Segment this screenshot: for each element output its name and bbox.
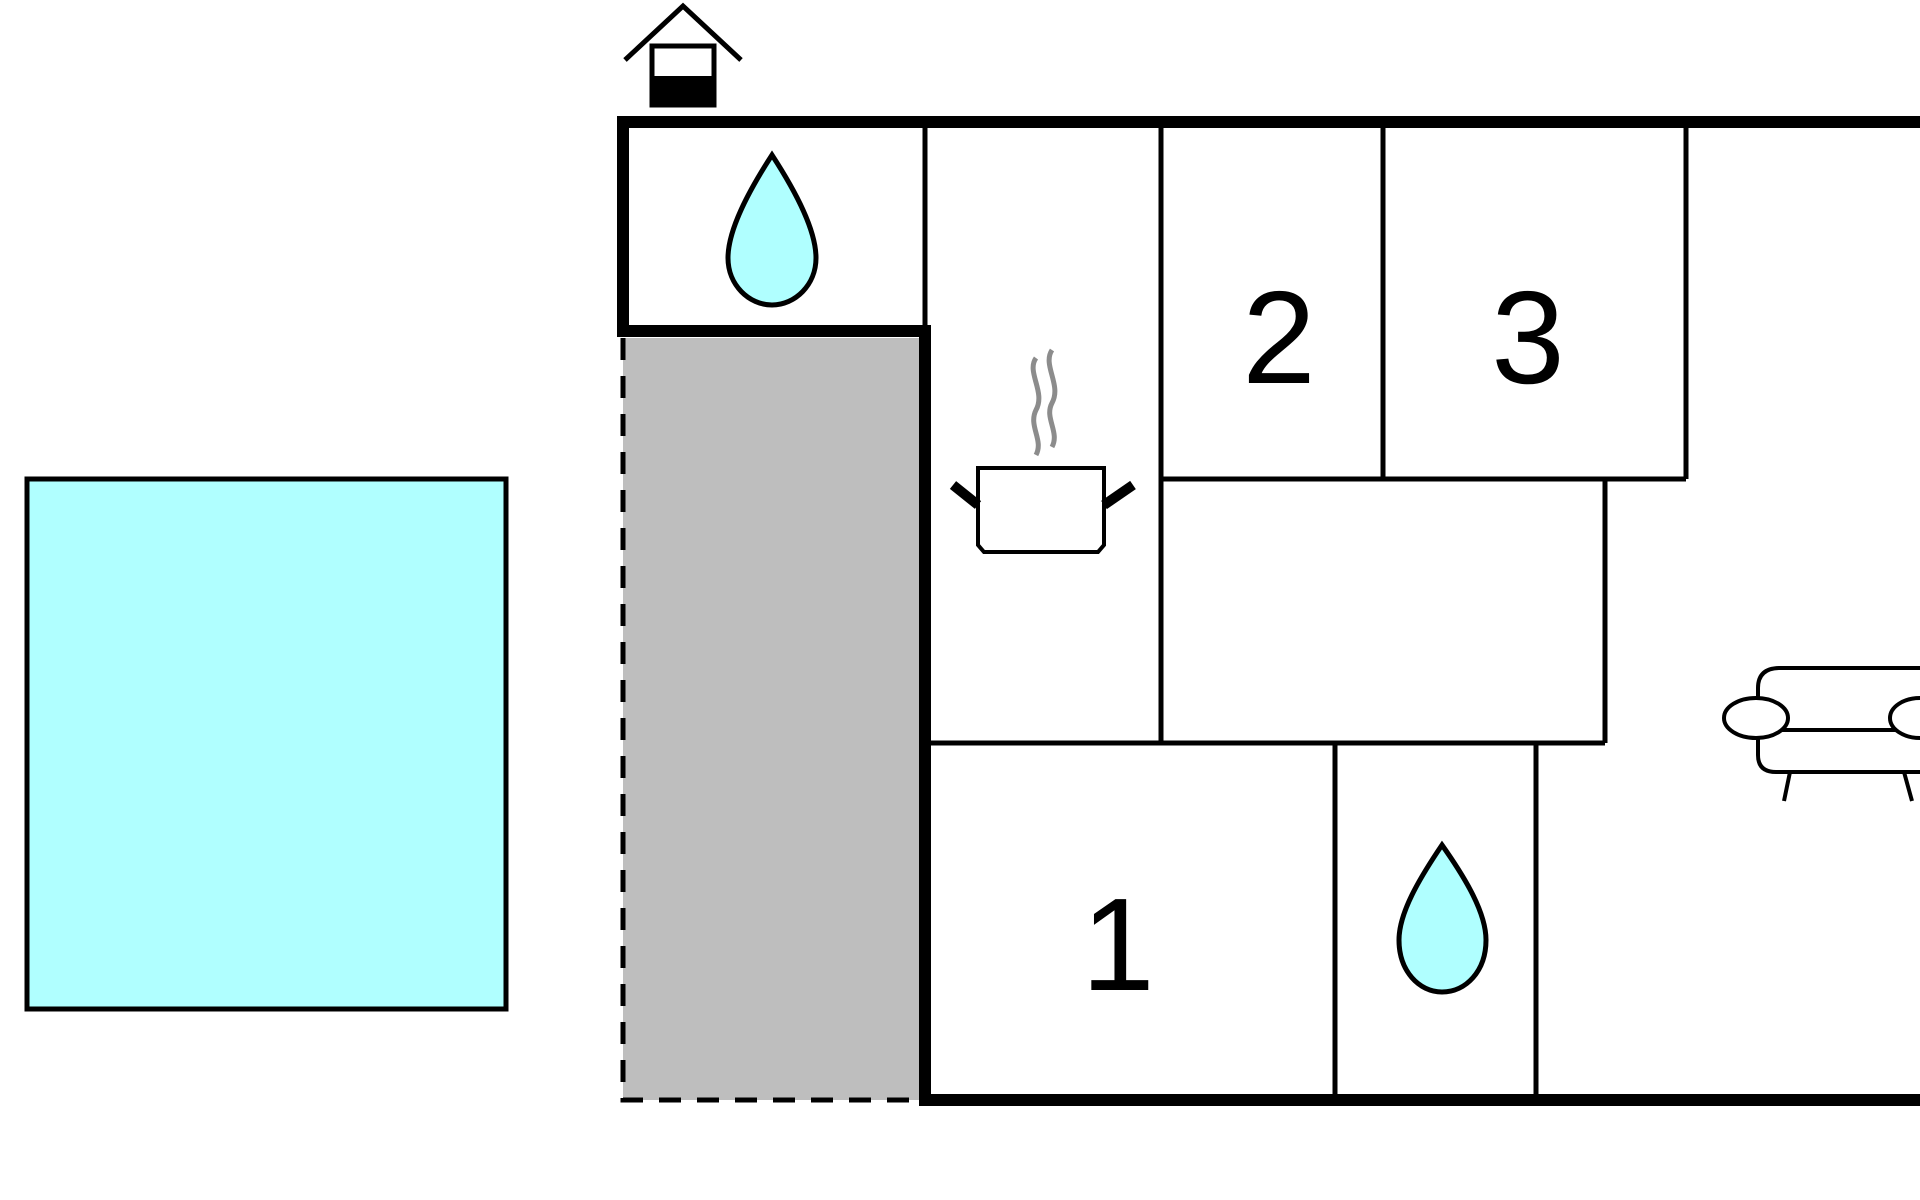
sauna-house-icon	[623, 2, 743, 108]
pool	[24, 476, 509, 1012]
cooking-pot-icon	[949, 348, 1136, 554]
terrace	[623, 338, 919, 1100]
sofa-icon	[1722, 666, 1920, 802]
terrace-dashed-border	[620, 338, 919, 1103]
room-number-2: 2	[1242, 264, 1315, 411]
house-outer-wall	[617, 116, 1920, 1106]
room-number-1: 1	[1081, 871, 1154, 1018]
water-drop-icon	[725, 150, 819, 308]
water-drop-icon	[1396, 840, 1489, 995]
room-number-3: 3	[1491, 264, 1564, 411]
interior-walls	[922, 128, 1689, 1094]
